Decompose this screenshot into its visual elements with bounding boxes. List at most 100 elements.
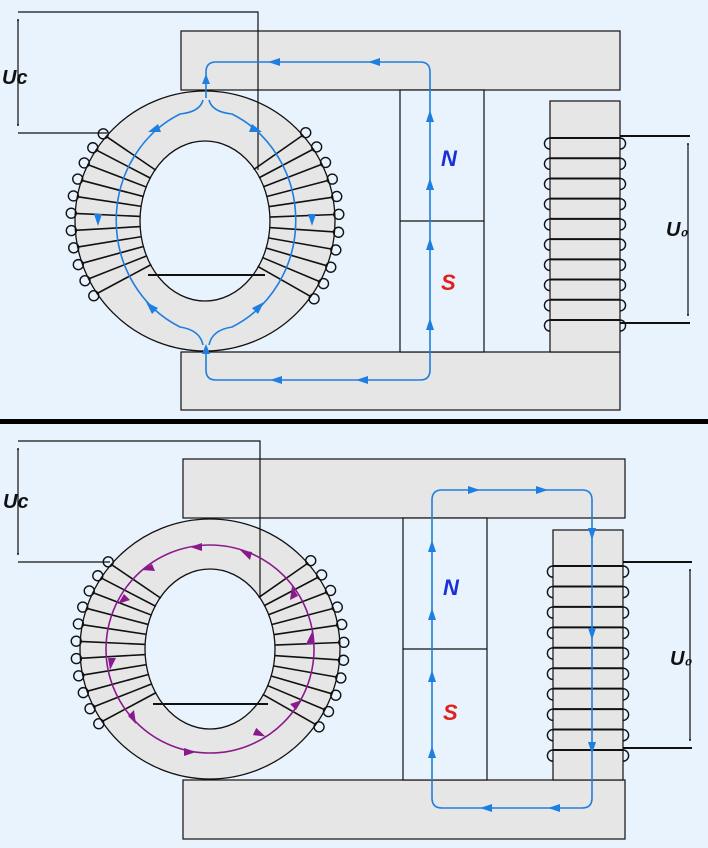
bottom-toroid-flux-arrow (118, 594, 130, 604)
winding-loop (88, 290, 100, 302)
winding-loop (326, 173, 338, 185)
winding-loop (305, 554, 317, 567)
winding-loop (92, 570, 104, 582)
coil-loop-left (543, 177, 551, 191)
winding-loop (324, 584, 337, 597)
winding-turn (258, 562, 309, 599)
winding-loop (77, 686, 89, 699)
top-magnet-south-label: S (441, 270, 456, 295)
winding-turn (266, 179, 329, 198)
winding-turn (105, 135, 157, 171)
coil-loop-right (622, 606, 630, 619)
coil-loop-right (622, 585, 630, 599)
bottom-flux-arrow (468, 486, 480, 494)
top-output-core-leg (549, 100, 621, 353)
bottom-toroid-flux-arrow (128, 710, 136, 724)
winding-loop (93, 718, 105, 730)
winding-turn (273, 624, 338, 636)
bottom-flux-arrows (428, 486, 596, 812)
bottom-toroid-flux-arrow (306, 632, 314, 644)
top-flux-arrow (426, 178, 434, 190)
bottom-toroid-flux-arrow (290, 700, 302, 710)
winding-turn (265, 247, 328, 267)
winding-turn (262, 163, 323, 188)
winding-turn (100, 577, 157, 608)
winding-turn (93, 682, 153, 708)
coil-loop-right (622, 667, 630, 681)
top-flux-arrow (148, 124, 161, 132)
winding-loop (300, 126, 312, 139)
bottom-flux-arrow (428, 608, 436, 620)
coil-loop-left (543, 157, 551, 171)
top-toroid-core (74, 90, 336, 352)
winding-turn (268, 196, 333, 208)
bottom-toroid-core (79, 518, 341, 780)
top-yoke-bottom (180, 351, 621, 411)
bottom-flux-arrow (536, 486, 548, 494)
winding-loop (315, 569, 328, 581)
coil-loop-right (619, 197, 627, 211)
coil-loop-right (619, 258, 627, 272)
bottom-flux-arrow (428, 670, 436, 682)
winding-turn (268, 237, 333, 250)
winding-turn (269, 213, 335, 218)
winding-loop (72, 173, 84, 185)
coil-loop-right (622, 647, 630, 660)
winding-loop (65, 207, 77, 219)
winding-loop (77, 601, 89, 613)
winding-turn (75, 225, 141, 232)
coil-loop-left (543, 319, 551, 332)
coil-loop-right (619, 177, 627, 191)
winding-loop (310, 141, 323, 153)
coil-loop-left (546, 647, 554, 660)
bottom-toroid-flux-arrow (240, 550, 252, 560)
coil-loop-left (546, 708, 554, 722)
coil-loop-left (543, 299, 551, 312)
bottom-flux-main-loop (431, 489, 593, 809)
coil-loop-right (622, 728, 630, 742)
bottom-flux-arrow (588, 628, 596, 640)
top-flux-arrow (202, 344, 210, 354)
coil-loop-right (622, 749, 630, 762)
coil-loop-left (546, 667, 554, 681)
winding-loop (337, 654, 350, 666)
winding-loop (331, 190, 343, 203)
top-flux-lines (115, 61, 431, 381)
coil-loop-right (619, 238, 627, 251)
winding-turn (77, 235, 142, 248)
winding-turn (274, 654, 340, 661)
top-control-voltage-label: Uc (2, 67, 28, 89)
coil-loop-right (622, 626, 630, 640)
winding-loop (78, 157, 90, 169)
top-output-voltage-label: U₀ (666, 219, 688, 241)
coil-loop-left (546, 687, 554, 701)
top-toroid-winding (65, 126, 345, 305)
bottom-toroid-flux-arrow (190, 543, 202, 551)
top-flux-arrow (202, 74, 210, 84)
winding-loop (73, 670, 85, 682)
winding-turn (273, 665, 338, 678)
top-flux-toroid-right (208, 99, 297, 346)
bottom-toroid-flux-arrow (252, 727, 266, 737)
winding-loop (325, 261, 337, 273)
coil-loop-right (619, 299, 627, 312)
coil-loop-left (543, 278, 551, 292)
winding-loop (335, 672, 347, 684)
winding-turn (81, 245, 145, 265)
top-flux-arrow (308, 214, 316, 226)
coil-loop-left (543, 137, 551, 150)
winding-turn (86, 673, 150, 693)
winding-loop (83, 585, 95, 597)
top-flux-arrow (252, 302, 264, 314)
bottom-output-coil (546, 565, 630, 762)
winding-turn (75, 212, 141, 218)
coil-loop-left (546, 606, 554, 619)
winding-loop (79, 274, 91, 287)
coil-loop-left (543, 238, 551, 251)
top-flux-main-loop (205, 61, 431, 381)
winding-turn (257, 265, 312, 298)
winding-loop (87, 142, 99, 154)
winding-turn (266, 684, 326, 711)
coil-loop-left (543, 218, 551, 231)
